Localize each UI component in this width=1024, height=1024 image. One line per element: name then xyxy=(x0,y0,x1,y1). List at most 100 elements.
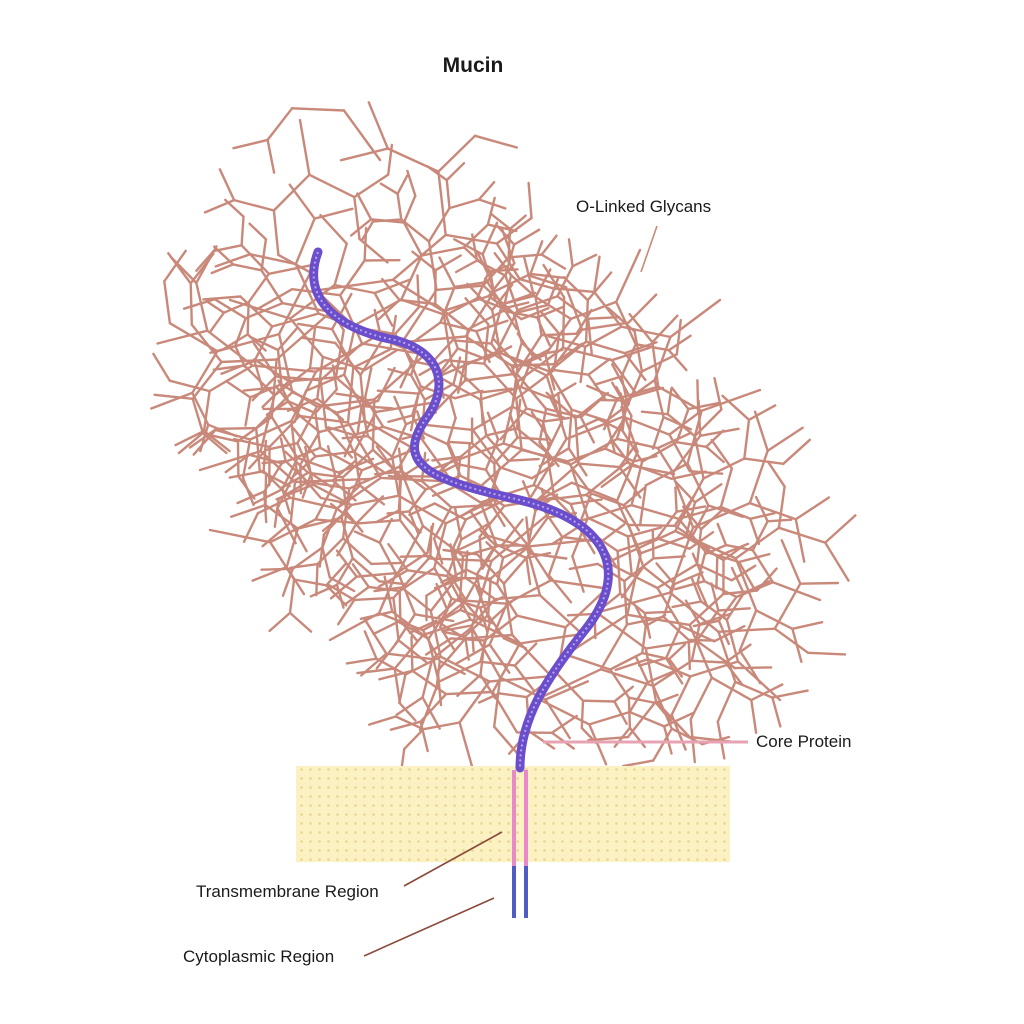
glycan-branch xyxy=(333,242,348,287)
glycan-branch xyxy=(488,675,553,683)
glycan-branch xyxy=(294,217,316,266)
glycan-branch xyxy=(705,543,728,555)
glycan-branch xyxy=(670,675,692,716)
glycan-branch xyxy=(448,440,474,445)
glycan-branch xyxy=(488,597,517,623)
glycan-branch xyxy=(276,348,283,386)
glycan-branch xyxy=(459,577,479,612)
glycan-branch xyxy=(288,496,338,510)
glycan-branch xyxy=(475,259,507,277)
glycan-branch xyxy=(513,642,538,667)
glycan-branch xyxy=(512,228,541,246)
glycan-branch xyxy=(695,609,720,642)
glycan-branch xyxy=(378,517,393,544)
glycan-branch xyxy=(667,334,692,352)
glycan-branch xyxy=(228,298,292,320)
glycan-branch xyxy=(398,673,407,704)
glycan-branch xyxy=(202,295,242,301)
glycan-branch xyxy=(598,398,628,402)
glycan-branch xyxy=(527,181,533,220)
glycan-branch xyxy=(325,562,348,587)
glycan-branch xyxy=(799,581,840,585)
glycan-branch xyxy=(724,661,744,687)
glycan-branch xyxy=(356,667,396,675)
glycan-branch xyxy=(465,599,508,605)
glycan-branch xyxy=(350,494,400,507)
glycan-branch xyxy=(248,222,268,241)
glycan-branch xyxy=(743,418,751,460)
glycan-branch xyxy=(493,436,519,465)
glycan-branch xyxy=(721,394,751,421)
glycan-branch xyxy=(545,391,577,420)
glycan-branch xyxy=(296,322,334,331)
glycan-branch xyxy=(668,643,687,661)
glycan-branch xyxy=(266,107,294,142)
glycan-branch xyxy=(523,256,536,298)
glycan-branch xyxy=(259,394,276,453)
glycan-branch xyxy=(623,341,658,355)
glycan-branch xyxy=(456,534,490,552)
glycan-branch xyxy=(690,622,701,662)
glycan-branch xyxy=(421,608,462,632)
glycan-branch xyxy=(269,518,317,544)
cytoplasmic-region xyxy=(512,866,528,918)
glycan-branch xyxy=(299,430,321,466)
glycan-branch xyxy=(541,416,570,423)
glycan-branch xyxy=(256,496,292,515)
glycan-branch xyxy=(268,414,301,449)
glycan-branch xyxy=(169,255,198,285)
glycan-branch xyxy=(284,459,309,484)
glycan-branch xyxy=(508,412,519,439)
glycan-branch xyxy=(373,278,411,295)
glycan-branch xyxy=(259,450,297,484)
transmembrane-label: Transmembrane Region xyxy=(196,882,379,901)
glycan-branch xyxy=(150,391,194,410)
glycan-branch xyxy=(280,446,322,465)
glycan-branch xyxy=(628,726,646,749)
glycan-branch xyxy=(544,317,573,356)
glycan-branch xyxy=(491,283,514,312)
glycan-branch xyxy=(520,306,550,321)
glycan-branch xyxy=(491,690,519,734)
glycan-branch xyxy=(725,592,745,622)
glycan-branch xyxy=(232,138,269,150)
glycan-branch xyxy=(599,668,655,688)
glycan-branch xyxy=(456,463,488,471)
glycan-branch xyxy=(355,519,402,525)
glycan-branch xyxy=(287,376,338,383)
glycan-branch xyxy=(736,660,782,702)
glycan-branch xyxy=(316,355,324,400)
glycan-branch xyxy=(313,207,354,220)
glycan-branch xyxy=(289,521,308,553)
glycan-branch xyxy=(203,198,236,214)
glycan-branch xyxy=(459,608,495,625)
glycan-branch xyxy=(268,611,292,633)
glycan-branch xyxy=(446,416,457,446)
glycans-label: O-Linked Glycans xyxy=(576,197,711,216)
glycan-branch xyxy=(479,620,492,663)
glycan-branch xyxy=(687,638,716,642)
glycan-branch xyxy=(675,318,682,356)
glycan-branch xyxy=(677,505,723,521)
glycan-branch xyxy=(605,419,616,453)
glycan-branch xyxy=(588,710,631,726)
glycan-branch xyxy=(434,619,467,640)
glycan-branch xyxy=(481,221,499,256)
glycan-branch xyxy=(331,479,357,502)
glycan-branch xyxy=(321,546,331,579)
glycan-branch xyxy=(771,689,809,699)
glycan-branch xyxy=(794,496,831,521)
glycan-branch xyxy=(628,681,649,714)
glycan-branch xyxy=(621,429,644,463)
glycan-branch xyxy=(646,669,676,684)
glycan-branch xyxy=(502,380,520,445)
glycan-branch xyxy=(353,173,390,199)
glycan-branch xyxy=(163,249,187,283)
glycan-branch xyxy=(252,488,284,505)
glycan-branch xyxy=(448,198,481,210)
glycan-branch xyxy=(457,362,466,394)
glycan-branch xyxy=(470,626,502,679)
glycan-branch xyxy=(668,657,683,678)
glycan-branch xyxy=(339,294,364,345)
glycan-branch xyxy=(556,672,585,702)
